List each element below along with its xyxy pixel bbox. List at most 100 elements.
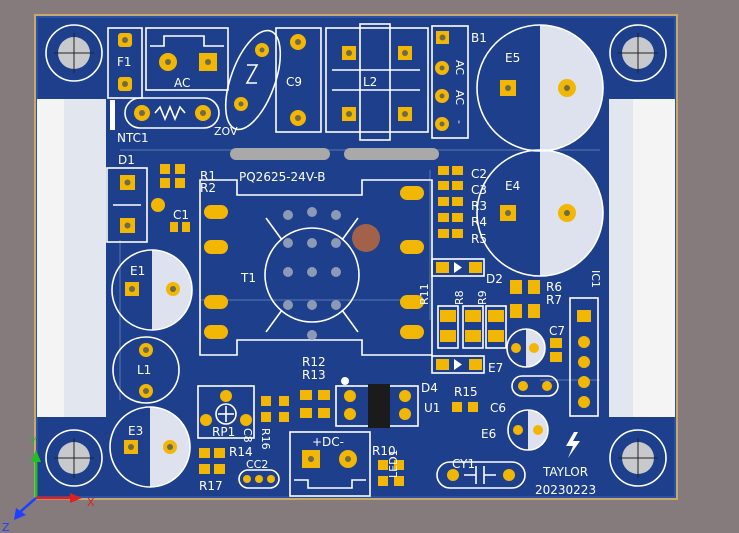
capacitor-e7[interactable]: E7 [488, 328, 546, 375]
thermistor-ntc1[interactable]: NTC1 [110, 97, 220, 145]
transformer-t1[interactable]: T1 [199, 179, 433, 356]
label-b1-ac2: AC [453, 90, 466, 105]
dc-output-connector[interactable]: +DC- [289, 431, 371, 497]
varistor-zov[interactable]: ZOV [214, 24, 291, 138]
label-c8: C8 [241, 428, 254, 443]
label-cc2: CC2 [246, 458, 268, 471]
ac-connector[interactable]: AC [145, 27, 229, 91]
inductor-l2[interactable]: L2 [325, 23, 429, 141]
capacitor-cc2[interactable]: CC2 [238, 458, 280, 489]
label-e7: E7 [488, 361, 503, 375]
smd-c8-r16[interactable]: C8 R16 [241, 396, 289, 450]
label-e4: E4 [505, 179, 520, 193]
mounting-hole-bl [45, 429, 103, 487]
label-r9: R9 [476, 290, 489, 305]
label-zov: ZOV [214, 125, 238, 138]
pin1-marker [341, 377, 349, 385]
capacitor-cy1[interactable]: CY1 [436, 457, 526, 489]
capacitor-c6[interactable]: C6 [490, 375, 559, 415]
label-d4: D4 [421, 381, 438, 395]
axis-z-line [19, 497, 37, 513]
high-voltage-icon [566, 432, 580, 458]
inductor-l1[interactable]: L1 [112, 336, 180, 404]
capacitor-c7[interactable]: C7 [549, 324, 565, 362]
capacitor-e3[interactable]: E3 [109, 406, 191, 488]
axis-y-label: Y [29, 435, 37, 448]
slot-right [344, 148, 439, 160]
label-c1: C1 [173, 208, 189, 222]
smd-r10-led1[interactable]: R10 LED1 [372, 444, 404, 486]
left-slot [37, 99, 64, 417]
slot-left [230, 148, 330, 160]
label-d1: D1 [118, 153, 135, 167]
board-title: PQ2625-24V-B [239, 170, 325, 184]
resistor-r11-r8-r9[interactable]: R11 R8 R9 [418, 283, 507, 349]
axis-y-arrow [31, 450, 41, 462]
label-ic1: IC1 [589, 270, 602, 288]
ic-ic1[interactable]: IC1 [569, 270, 602, 417]
label-l2: L2 [363, 75, 377, 89]
label-r7: R7 [546, 293, 562, 307]
label-led1: LED1 [387, 449, 400, 478]
bridge-b1[interactable]: B1 AC AC - [431, 25, 487, 139]
label-r6: R6 [546, 280, 562, 294]
label-r13: R13 [302, 368, 326, 382]
label-c9: C9 [286, 75, 302, 89]
capacitor-e4[interactable]: E4 [476, 149, 604, 277]
fuse-f1[interactable]: F1 [107, 27, 143, 99]
label-cy1: CY1 [452, 457, 475, 471]
mounting-hole-br [609, 429, 667, 487]
label-c7: C7 [549, 324, 565, 338]
label-r11: R11 [418, 283, 431, 305]
label-b1: B1 [471, 31, 487, 45]
label-e1: E1 [130, 264, 145, 278]
resistor-r6-r7[interactable]: R6 R7 [510, 280, 562, 318]
resistor-r15[interactable]: R15 [452, 385, 478, 412]
right-slot-inner [609, 99, 633, 417]
label-c6: C6 [490, 401, 506, 415]
label-t1: T1 [240, 271, 256, 285]
axis-gizmo[interactable]: Y X Z [2, 435, 95, 533]
author-label: TAYLOR [542, 465, 588, 479]
label-e6: E6 [481, 427, 496, 441]
label-r4: R4 [471, 215, 487, 229]
left-slot-inner [64, 99, 106, 417]
label-r14: R14 [229, 445, 253, 459]
smd-column-c2-r5[interactable]: C2 C3 R3 R4 R5 [438, 166, 487, 246]
axis-z-label: Z [2, 521, 10, 533]
diode-d1[interactable]: D1 [106, 153, 148, 243]
diode-d4[interactable]: D4 [421, 355, 485, 395]
label-r8: R8 [453, 290, 466, 305]
label-r10: R10 [372, 444, 396, 458]
axis-z-arrow [14, 508, 26, 520]
diode-d2[interactable]: D2 [431, 258, 503, 286]
label-e5: E5 [505, 51, 520, 65]
optocoupler-u1[interactable]: U1 [335, 384, 440, 428]
label-c3: C3 [471, 183, 487, 197]
label-dc-connector: +DC- [312, 435, 344, 449]
label-u1: U1 [424, 401, 440, 415]
capacitor-e1[interactable]: E1 [111, 249, 193, 331]
label-r12: R12 [302, 355, 326, 369]
label-r2: R2 [200, 181, 216, 195]
label-d2: D2 [486, 272, 503, 286]
capacitor-e5[interactable]: E5 [476, 24, 604, 152]
potentiometer-rp1[interactable]: RP1 [197, 385, 255, 439]
label-ac-connector: AC [174, 76, 190, 90]
label-ntc1: NTC1 [117, 131, 149, 145]
axis-x-label: X [87, 496, 95, 509]
label-r5: R5 [471, 232, 487, 246]
capacitor-c9[interactable]: C9 [275, 27, 322, 133]
label-f1: F1 [117, 55, 132, 69]
label-l1: L1 [137, 363, 151, 377]
capacitor-e6[interactable]: E6 [481, 409, 549, 451]
mounting-hole-tl [45, 24, 103, 82]
label-c2: C2 [471, 167, 487, 181]
capacitor-c1[interactable]: C1 [151, 198, 190, 232]
label-b1-ac1: AC [453, 60, 466, 75]
label-rp1: RP1 [212, 425, 235, 439]
smd-r12-r13-pads[interactable] [300, 390, 330, 418]
smd-r14-r17[interactable]: R14 R17 [199, 445, 253, 493]
